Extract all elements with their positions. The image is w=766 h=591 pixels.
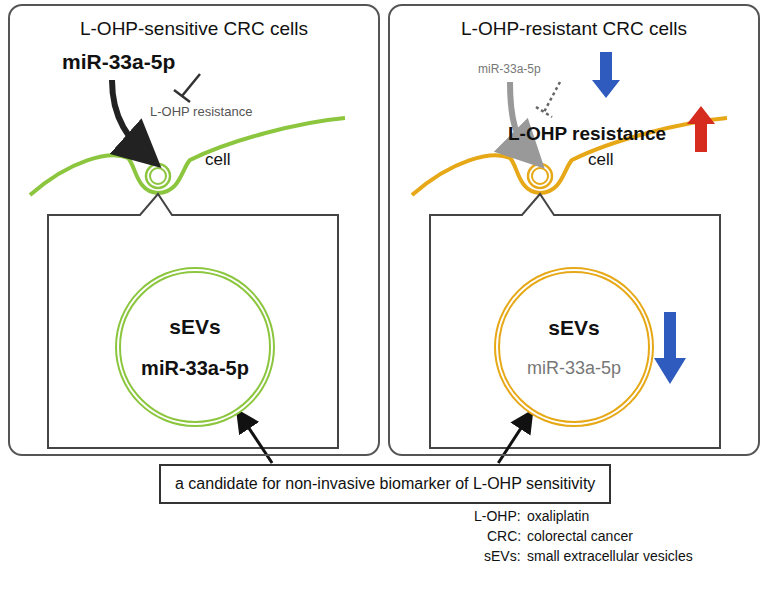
abbreviation: sEVs: — [484, 548, 521, 564]
vesicle — [150, 168, 166, 184]
conclusion-box: a candidate for non-invasive biomarker o… — [159, 464, 611, 504]
uptake-arrow — [510, 82, 532, 156]
mirna-name: miR-33a-5p — [141, 357, 249, 380]
conclusion-text: a candidate for non-invasive biomarker o… — [175, 475, 595, 493]
callout-frame — [430, 194, 720, 448]
cell-membrane — [412, 118, 727, 195]
cell-panel: L-OHP-resistant CRC cells sEVs miR-33a-5p — [388, 4, 760, 456]
connector-arrow — [498, 417, 528, 464]
mirna-label: miR-33a-5p — [62, 50, 175, 74]
abbreviation-meaning: colorectal cancer — [527, 528, 633, 544]
vesicle-circle: sEVs miR-33a-5p — [115, 267, 275, 427]
inhibition-line — [174, 74, 200, 102]
cell-label: cell — [588, 150, 614, 170]
inhibition-line — [536, 82, 560, 117]
panel-heading: L-OHP-resistant CRC cells — [390, 18, 758, 40]
decrease-arrow — [592, 52, 620, 98]
cell-label: cell — [205, 150, 231, 170]
abbreviation-meaning: small extracellular vesicles — [527, 548, 693, 564]
decrease-arrow — [654, 312, 686, 384]
vesicle-heading: sEVs — [169, 315, 220, 339]
abbreviation: L-OHP: — [474, 508, 521, 524]
vesicle — [146, 164, 170, 188]
vesicle — [528, 164, 552, 188]
uptake-arrow — [112, 80, 148, 156]
abbreviation-meaning: oxaliplatin — [527, 508, 589, 524]
increase-arrow — [687, 106, 715, 152]
vesicle-heading: sEVs — [548, 316, 599, 340]
abbreviation: CRC: — [487, 528, 521, 544]
mirna-name: miR-33a-5p — [527, 358, 621, 379]
panel-heading: L-OHP-sensitive CRC cells — [10, 18, 378, 40]
mirna-label: miR-33a-5p — [478, 62, 541, 76]
vesicle-circle: sEVs miR-33a-5p — [494, 267, 654, 427]
effect-label: L-OHP resistance — [508, 123, 666, 145]
callout-frame — [48, 194, 338, 448]
vesicle — [532, 168, 548, 184]
cell-membrane — [30, 118, 345, 195]
effect-label: L-OHP resistance — [150, 104, 252, 119]
